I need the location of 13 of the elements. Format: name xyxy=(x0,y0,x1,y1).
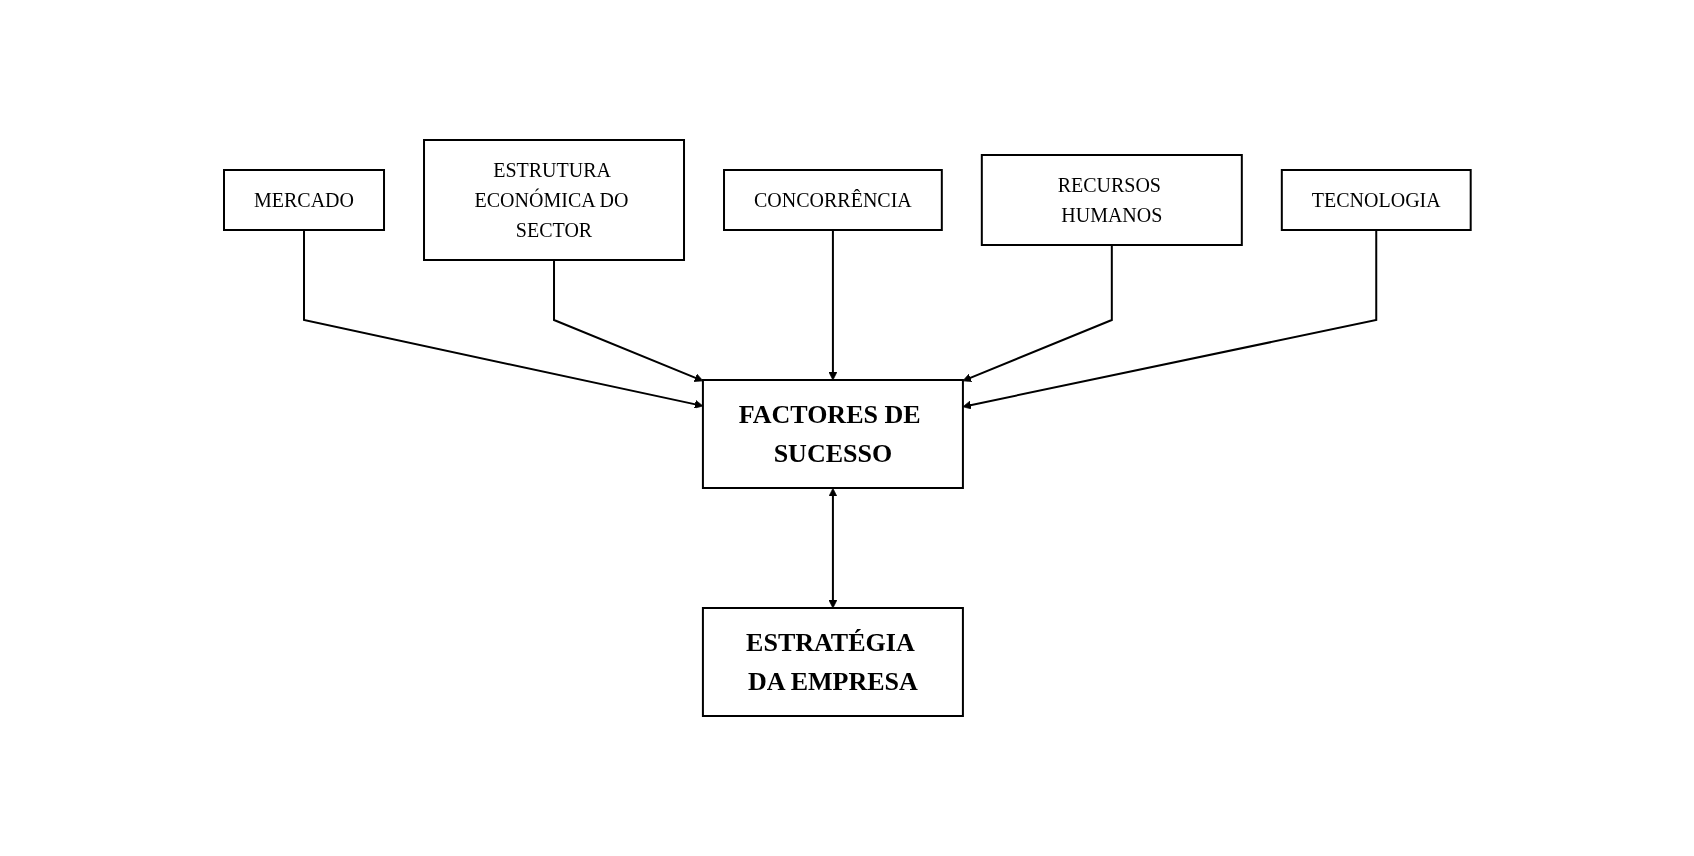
arrow xyxy=(302,229,703,409)
node-box: FACTORES DE SUCESSO xyxy=(701,379,964,489)
arrow xyxy=(552,259,703,382)
arrow xyxy=(962,229,1377,410)
node-box: ESTRUTURA ECONÓMICA DO SECTOR xyxy=(422,139,685,261)
node-box: RECURSOS HUMANOS xyxy=(980,154,1243,246)
arrow xyxy=(828,488,837,609)
node-box: CONCORRÊNCIA xyxy=(722,169,943,231)
arrow xyxy=(962,244,1113,382)
arrow xyxy=(828,229,837,381)
node-box: TECNOLOGIA xyxy=(1280,169,1472,231)
node-box: ESTRATÉGIA DA EMPRESA xyxy=(701,607,964,717)
node-box: MERCADO xyxy=(222,169,385,231)
